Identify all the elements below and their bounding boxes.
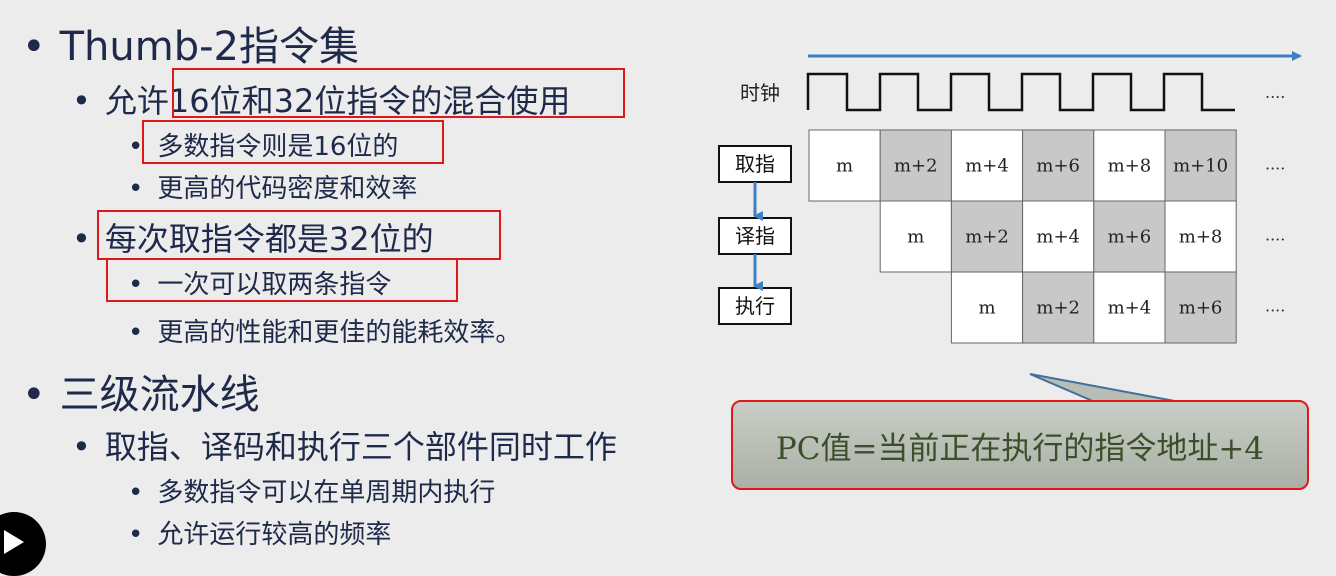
bullet-dot: • [128,478,144,508]
bullet-prefix: 允许 [104,82,169,120]
bullet-text: 更高的代码密度和效率 [157,174,418,204]
grid-cell-label: m [907,227,924,248]
grid-cell-label: m [836,156,853,177]
bullet-dot: • [128,520,144,550]
bullet-density: • 更高的代码密度和效率 [128,168,417,205]
grid-cell [1022,129,1095,202]
bullet-text: 一次可以取两条指令 [157,270,392,300]
grid-cell [950,129,1024,202]
bullet-dot: • [128,270,144,300]
bullet-text: 多数指令可以在单周期内执行 [157,478,496,508]
grid-cell [808,129,881,202]
bullet-text: 多数指令则是16位的 [157,132,399,162]
bullet-units: • 取指、译码和执行三个部件同时工作 [72,422,617,468]
grid-cell-label: m+10 [1173,156,1228,177]
play-icon [4,530,24,554]
grid-cell [879,200,952,273]
grid-cell-label: m+8 [1179,227,1223,248]
bullet-dot: • [128,318,144,348]
clock-waveform [806,72,1235,112]
bullet-pipeline: • 三级流水线 [22,362,260,420]
stage-execute-label: 执行 [735,294,775,318]
row-ellipsis: .... [1265,155,1285,174]
stage-execute: 执行 [718,287,792,325]
grid-cell-label: m+4 [965,156,1009,177]
row-ellipsis: .... [1265,297,1285,316]
bullet-single-cycle: • 多数指令可以在单周期内执行 [128,472,495,509]
pc-callout: PC值=当前正在执行的指令地址+4 [731,400,1309,490]
highlight-box-16bit [142,120,444,164]
grid-cell [1093,200,1166,273]
row-ellipsis: .... [1265,226,1285,245]
bullet-dot: • [128,174,144,204]
bullet-dot: • [22,24,46,70]
stage-decode-label: 译指 [735,224,775,248]
bullet-16bit: • 多数指令则是16位的 [128,126,398,163]
stage-fetch: 取指 [718,145,792,183]
bullet-performance: • 更高的性能和更佳的能耗效率。 [128,312,521,349]
clock-label: 时钟 [740,81,780,105]
bullet-text: 三级流水线 [59,372,260,418]
bullet-dot: • [128,132,144,162]
bullet-dot: • [72,428,91,466]
highlight-box-mixed [172,68,625,118]
grid-cell-label: m+6 [1108,227,1152,248]
grid-cell-label: m+6 [1036,156,1080,177]
grid-cell-label: m+2 [1036,298,1080,319]
bullet-mixed-instructions: • 允许16位和32位指令的混合使用 [72,76,570,122]
bullet-dot: • [72,82,91,120]
bullet-two-instr: • 一次可以取两条指令 [128,264,391,301]
grid-cell [1022,200,1095,273]
grid-cell [1164,271,1237,344]
bullet-thumb2: • Thumb-2指令集 [22,14,359,72]
bullet-text: 更高的性能和更佳的能耗效率。 [157,318,522,348]
bullet-dot: • [22,372,46,418]
pipeline-grid: m m+2 m+4 m+6 m+8 m+10.... m m+2 m+4 m+6 m+8.... m m… [808,129,1285,344]
callout-pointer [1029,373,1181,403]
grid-cell [1093,271,1166,344]
grid-cell-label: m+4 [1036,227,1080,248]
grid-cell-label: m+2 [894,156,938,177]
stage-fetch-label: 取指 [735,152,775,176]
grid-cell-label: m+2 [965,227,1009,248]
grid-cell-label: m+4 [1108,298,1152,319]
bullet-text: 取指、译码和执行三个部件同时工作 [104,428,617,466]
pc-callout-text: PC值=当前正在执行的指令地址+4 [775,430,1265,467]
grid-cell-label: m+6 [1179,298,1223,319]
highlight-box-two-instr [106,258,458,302]
grid-cell-label: m [978,298,995,319]
bullet-highlight: 16位和32位指令的混合使用 [168,82,571,120]
bullet-dot: • [72,220,91,258]
bullet-text: 允许运行较高的频率 [157,520,392,550]
bullet-text: Thumb-2指令集 [59,24,359,70]
bullet-frequency: • 允许运行较高的频率 [128,514,391,551]
grid-cell [1022,271,1095,344]
stage-decode: 译指 [718,217,792,255]
bullet-fetch-32bit: • 每次取指令都是32位的 [72,214,434,260]
grid-cell [950,271,1024,344]
bullet-text: 每次取指令都是32位的 [104,220,434,258]
clock-ellipsis: .... [1265,83,1285,102]
grid-cell-label: m+8 [1108,156,1152,177]
